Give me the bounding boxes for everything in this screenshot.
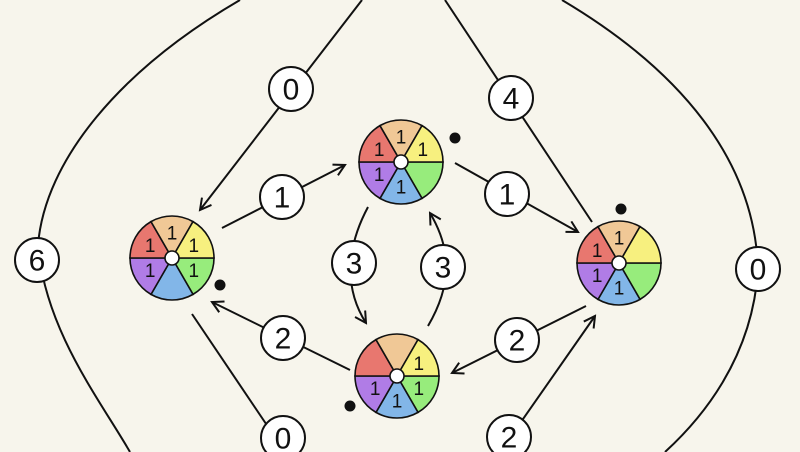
- label-0-top-left: 0: [268, 66, 314, 112]
- sector-yellow: [395, 338, 440, 377]
- svg-text:2: 2: [509, 325, 526, 358]
- sector-value: 1: [592, 241, 603, 262]
- marker-dot: [214, 279, 226, 291]
- sector-red: [354, 338, 399, 377]
- sector-value: 1: [392, 392, 403, 413]
- label-2-bottom-to-left: 2: [260, 315, 306, 361]
- sector-green: [617, 262, 662, 301]
- svg-text:1: 1: [274, 182, 291, 215]
- svg-text:3: 3: [435, 252, 452, 285]
- sector-purple: [354, 375, 399, 414]
- svg-text:3: 3: [346, 248, 363, 281]
- sector-value: 1: [414, 379, 425, 400]
- sector-orange: [374, 333, 420, 378]
- sector-blue: [374, 374, 420, 419]
- outer-right-edge: [561, 0, 760, 452]
- sector-yellow: [399, 124, 444, 163]
- svg-text:0: 0: [275, 423, 292, 452]
- sector-yellow: [617, 225, 662, 264]
- label-4-top-right: 4: [488, 75, 534, 121]
- marker-dot: [344, 400, 356, 412]
- marker-dot: [615, 203, 627, 215]
- sector-value: 1: [145, 236, 156, 257]
- sector-value: 1: [374, 165, 385, 186]
- label-0-bottom-left: 0: [260, 415, 306, 452]
- sector-value: 1: [189, 236, 200, 257]
- sector-red: [576, 225, 621, 264]
- sector-orange: [378, 119, 424, 164]
- wheel-hub: [389, 368, 405, 384]
- wheel-hub: [164, 250, 180, 266]
- marker-dot: [449, 132, 461, 144]
- label-1-top-to-right: 1: [484, 171, 530, 217]
- label-2-right-to-bottom: 2: [494, 317, 540, 363]
- svg-text:2: 2: [501, 422, 518, 452]
- sector-green: [399, 161, 444, 200]
- sector-value: 1: [614, 279, 625, 300]
- sector-value: 1: [374, 140, 385, 161]
- svg-text:0: 0: [283, 74, 300, 107]
- label-2-bottom-right: 2: [486, 414, 532, 452]
- sector-blue: [149, 256, 195, 301]
- sector-orange: [149, 215, 195, 260]
- label-1-left-to-top: 1: [259, 174, 305, 220]
- sector-value: 1: [418, 140, 429, 161]
- svg-text:2: 2: [275, 323, 292, 356]
- label-3-bottom-to-top: 3: [420, 244, 466, 290]
- sector-value: 1: [145, 261, 156, 282]
- sector-value: 1: [167, 223, 178, 244]
- sector-green: [395, 375, 440, 414]
- wheel-hub: [393, 154, 409, 170]
- outer-left-edge: [36, 0, 241, 452]
- sector-value: 1: [414, 354, 425, 375]
- svg-text:4: 4: [503, 83, 520, 116]
- sector-value: 1: [396, 178, 407, 199]
- label-6-outer-left: 6: [14, 237, 60, 283]
- sector-value: 1: [396, 127, 407, 148]
- sector-value: 1: [614, 228, 625, 249]
- sector-purple: [576, 262, 621, 301]
- label-3-top-to-bottom: 3: [331, 240, 377, 286]
- sector-red: [358, 124, 403, 163]
- wheel-hub: [611, 255, 627, 271]
- svg-text:0: 0: [750, 254, 767, 287]
- sector-value: 1: [592, 266, 603, 287]
- label-0-outer-right: 0: [735, 246, 781, 292]
- sector-value: 1: [189, 261, 200, 282]
- sector-red: [129, 220, 174, 259]
- sector-blue: [596, 261, 642, 306]
- sector-yellow: [170, 220, 215, 259]
- sector-value: 1: [370, 379, 381, 400]
- sector-purple: [129, 257, 174, 296]
- svg-text:1: 1: [499, 179, 516, 212]
- svg-text:6: 6: [29, 245, 46, 278]
- sector-blue: [378, 160, 424, 205]
- sector-orange: [596, 220, 642, 265]
- sector-purple: [358, 161, 403, 200]
- sector-green: [170, 257, 215, 296]
